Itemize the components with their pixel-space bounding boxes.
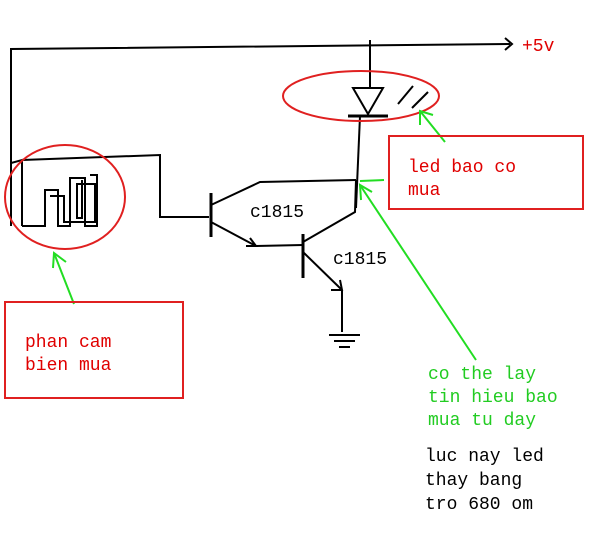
- annotation-arrows: [52, 109, 477, 361]
- led-note-line1: led bao co: [408, 158, 516, 178]
- transistor-1-label: c1815: [250, 203, 304, 223]
- resistor-note-line1: luc nay led: [425, 447, 544, 467]
- signal-arrow: [359, 184, 477, 361]
- led-note-line2: mua: [408, 181, 441, 201]
- led-highlight-circle: [282, 70, 440, 122]
- sensor-note-line2: bien mua: [25, 356, 112, 376]
- signal-note-line2: tin hieu bao: [428, 388, 558, 408]
- resistor-note-line3: tro 680 om: [425, 495, 533, 515]
- sensor-highlight-circle: [4, 144, 126, 250]
- signal-note-line1: co the lay: [428, 365, 536, 385]
- led-note-box: [388, 135, 584, 210]
- rain-sensor-symbol: [10, 153, 209, 227]
- sensor-arrow: [53, 252, 75, 305]
- sensor-note-line1: phan cam: [25, 333, 111, 353]
- transistor-2-symbol: [255, 179, 360, 348]
- led-symbol: [348, 40, 429, 209]
- resistor-note-line2: thay bang: [425, 471, 522, 491]
- signal-note-line3: mua tu day: [428, 411, 536, 431]
- supply-label: +5v: [522, 37, 555, 57]
- sensor-note-box: [4, 301, 184, 399]
- transistor-2-label: c1815: [333, 250, 387, 270]
